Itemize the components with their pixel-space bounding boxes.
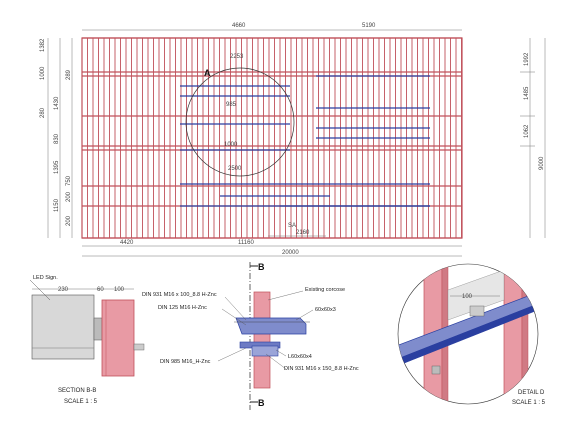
detail-a-dim-1: 2253: [230, 54, 244, 60]
bottom-dim-4: 20000: [282, 250, 299, 256]
section-bb-view: LED Sign. 230 60 100 SECTION B-B SCALE 1…: [29, 275, 145, 405]
detail-d-dim: 100: [462, 294, 473, 300]
right-dim-3: 1062: [524, 124, 530, 138]
left-dim-8: 750: [66, 175, 72, 186]
led-sign-label: LED Sign.: [33, 275, 58, 281]
left-dim-5: 280: [40, 107, 46, 118]
left-dim-4: 1430: [54, 96, 60, 110]
callout-angle: L60x60x4: [288, 354, 312, 360]
detail-d-title: DETAIL D: [518, 390, 545, 396]
left-dimension-texts: 1382 1000 289 1430 280 830 1395 750 200 …: [40, 38, 72, 226]
cut-label-bottom: B: [258, 398, 265, 408]
left-dim-11: 200: [66, 215, 72, 226]
detail-a-dim-3: 1000: [224, 142, 238, 148]
detail-a-callout: A 2253 985 1000 2500: [185, 54, 295, 177]
bottom-dim-2: 11160: [238, 240, 254, 246]
left-dim-9: 200: [66, 191, 72, 202]
right-dim-4: 9000: [539, 156, 545, 170]
left-dim-6: 830: [54, 133, 60, 144]
left-dim-3: 289: [66, 69, 72, 80]
detail-d-scale: SCALE 1 : 5: [512, 400, 546, 406]
bottom-dim-1: 4420: [120, 240, 134, 246]
left-dim-2: 1000: [40, 66, 46, 80]
callout-profile-60x60x3: 60x60x3: [315, 307, 336, 313]
right-dim-1: 1992: [524, 52, 530, 66]
dimension-lines: [47, 29, 546, 257]
left-dim-7: 1395: [54, 160, 60, 174]
detail-a-dim-4: 2500: [228, 166, 242, 172]
frame-grid-plan: [81, 37, 463, 239]
left-dim-1: 1382: [40, 38, 46, 52]
callout-bolt-150: DIN 931 M16 x 150_8.8 H-Znc: [284, 366, 359, 372]
section-bb-dim-1: 230: [58, 287, 69, 293]
top-dim-4660: 4660: [232, 23, 246, 29]
callout-washer: DIN 125 M16 H-Znc: [158, 305, 207, 311]
callout-bolt-100: DIN 931 M16 x 100_8.8 H-Znc: [142, 292, 217, 298]
callout-existing-corcose: Existing corcose: [305, 287, 345, 293]
bottom-dimension-texts: 4420 11160 2160 20000 SA: [120, 223, 310, 256]
top-dimension-texts: 4660 5190: [232, 23, 376, 29]
section-bb-title: SECTION B-B: [58, 388, 96, 394]
detail-a-dim-2: 985: [226, 102, 237, 108]
connection-detail-view: B B DIN 931 M16 x 100_8.8 H-Znc DIN 125 …: [142, 262, 359, 410]
section-bb-dim-3: 100: [114, 287, 125, 293]
section-bb-scale: SCALE 1 : 5: [64, 399, 98, 405]
callout-nut: DIN 985 M16_H-Znc: [160, 359, 211, 365]
section-mark: SA: [288, 223, 296, 229]
bottom-dim-3: 2160: [296, 230, 310, 236]
detail-d-view: 100 DETAIL D SCALE 1 : 5: [397, 263, 546, 406]
detail-a-label: A: [204, 68, 211, 78]
left-dim-10: 1150: [54, 198, 60, 212]
cut-label-top: B: [258, 262, 265, 272]
right-dim-2: 1485: [524, 86, 530, 100]
right-dimension-texts: 1992 1485 1062 9000: [524, 52, 545, 170]
top-dim-5190: 5190: [362, 23, 376, 29]
section-bb-dim-2: 60: [97, 287, 104, 293]
